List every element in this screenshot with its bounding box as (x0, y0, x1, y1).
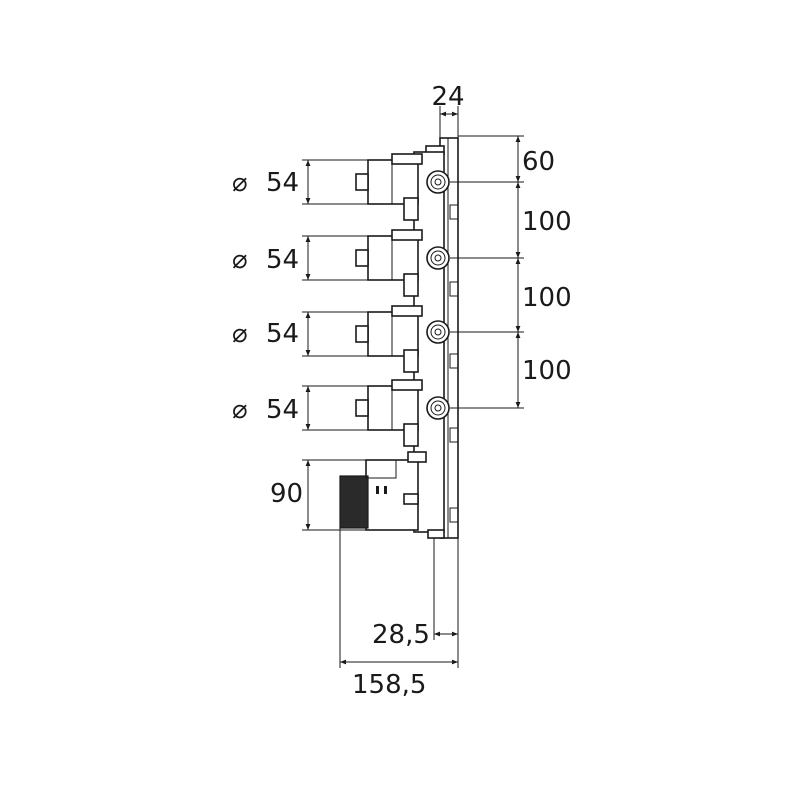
cartridge-1 (355, 153, 450, 221)
dim-depth-total: 158,5 (339, 528, 458, 700)
diameter-icon: ⌀ (232, 319, 248, 349)
cartridge-3 (355, 305, 450, 373)
dim-label-24: 24 (431, 82, 464, 112)
dim-label-100-c: 100 (522, 356, 572, 386)
dim-label-54-b: 54 (266, 245, 299, 275)
dim-label-90: 90 (270, 479, 303, 509)
dim-top-width: 24 (431, 82, 465, 146)
dim-right-chain: 60 100 100 100 (450, 135, 572, 409)
dim-label-158-5: 158,5 (352, 670, 426, 700)
thermostatic-block (339, 451, 427, 531)
dim-left-diameters: ⌀ 54 ⌀ 54 ⌀ 54 ⌀ 54 (232, 159, 368, 431)
dim-label-54-c: 54 (266, 319, 299, 349)
dim-label-54-d: 54 (266, 395, 299, 425)
cartridge-4 (355, 379, 450, 447)
diameter-icon: ⌀ (232, 245, 248, 275)
diameter-icon: ⌀ (232, 395, 248, 425)
dim-label-100-a: 100 (522, 207, 572, 237)
dim-bottom-height: 90 (270, 459, 366, 531)
dim-label-100-b: 100 (522, 283, 572, 313)
dim-depth-inner: 28,5 (372, 538, 459, 668)
dim-label-60: 60 (522, 147, 555, 177)
dim-label-28-5: 28,5 (372, 620, 430, 650)
dim-label-54-a: 54 (266, 168, 299, 198)
cartridge-2 (355, 229, 450, 297)
diameter-icon: ⌀ (232, 168, 248, 198)
